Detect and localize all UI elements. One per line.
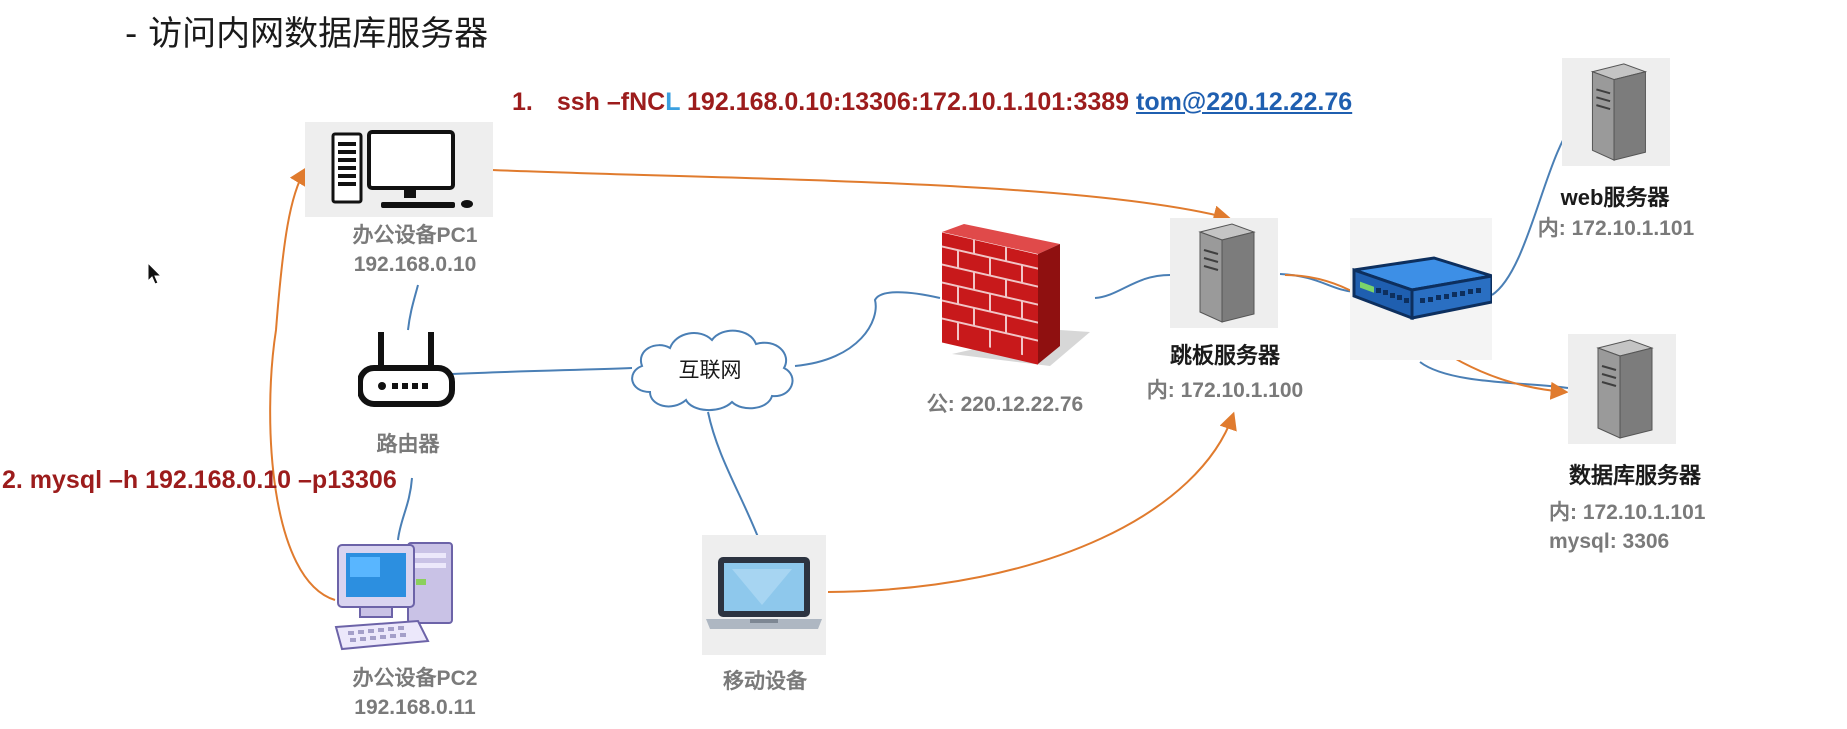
pc2-name: 办公设备PC2 (352, 667, 478, 690)
flow-pc2-to-pc1 (269, 166, 336, 601)
retro-pc-icon (334, 542, 453, 651)
ssh-command-args: 192.168.0.10:13306:172.10.1.101:3389 (680, 88, 1137, 116)
pc1-name: 办公设备PC1 (352, 224, 478, 247)
flow-mobile-to-jump (827, 411, 1237, 593)
server-icon (1590, 63, 1648, 161)
pc2-ip: 192.168.0.11 (354, 696, 476, 719)
pc2-device (330, 535, 460, 655)
link-firewall-jump (1094, 274, 1171, 299)
jump-server-tile (1170, 218, 1278, 328)
jump-server-name: 跳板服务器 (1169, 343, 1280, 368)
server-icon (1596, 339, 1654, 439)
ssh-command-flag: L (665, 88, 681, 116)
pc1-tile (305, 122, 493, 217)
internet-cloud (620, 322, 802, 414)
router-icon (358, 332, 455, 407)
link-router-internet (451, 367, 633, 375)
page-title: - 访问内网数据库服务器 (125, 14, 489, 54)
server-icon (1198, 223, 1256, 323)
router-label: 路由器 (376, 433, 440, 456)
link-jump-switch (1279, 273, 1356, 293)
cursor-icon (147, 262, 163, 285)
ssh-command-prefix: ssh –fNC (556, 88, 666, 116)
pc1-label: 办公设备PC1 192.168.0.10 (330, 221, 500, 279)
switch-tile (1350, 218, 1492, 360)
pc2-label: 办公设备PC2 192.168.0.11 (330, 664, 500, 722)
db-server-tile (1568, 334, 1676, 444)
db-server-name: 数据库服务器 (1568, 463, 1701, 488)
web-server-tile (1562, 58, 1670, 166)
web-server-ip: 内: 172.10.1.101 (1537, 217, 1695, 240)
switch-icon (1352, 256, 1492, 321)
link-pc1-router (407, 284, 419, 331)
desktop-pc-icon (331, 130, 473, 208)
laptop-icon (706, 557, 822, 629)
web-server-name: web服务器 (1560, 185, 1670, 210)
internet-label: 互联网 (678, 359, 742, 382)
ssh-command-target-link[interactable]: tom@220.12.22.76 (1136, 88, 1353, 116)
mobile-label: 移动设备 (723, 670, 807, 693)
cloud-icon (631, 329, 794, 411)
mobile-tile (702, 535, 826, 655)
jump-server-ip: 内: 172.10.1.100 (1146, 379, 1304, 402)
link-router-pc2 (397, 477, 413, 541)
link-switch-db (1419, 361, 1569, 389)
db-server-info: 内: 172.10.1.101 mysql: 3306 (1549, 498, 1749, 556)
firewall-icon (942, 224, 1090, 366)
router-device (358, 328, 458, 410)
ssh-command: 1. ssh –fNCL 192.168.0.10:13306:172.10.1.… (512, 88, 1352, 117)
flow-pc1-to-jump (491, 169, 1232, 224)
firewall-ip: 公: 220.12.22.76 (926, 393, 1084, 416)
link-internet-firewall (794, 291, 941, 367)
link-internet-mobile (707, 411, 764, 551)
db-server-port: mysql: 3306 (1549, 530, 1670, 553)
mysql-command: 2. mysql –h 192.168.0.10 –p13306 (2, 466, 397, 494)
firewall-device (940, 224, 1090, 374)
ssh-command-number: 1. (512, 88, 533, 116)
db-server-ip: 内: 172.10.1.101 (1549, 501, 1706, 524)
pc1-ip: 192.168.0.10 (353, 253, 477, 276)
